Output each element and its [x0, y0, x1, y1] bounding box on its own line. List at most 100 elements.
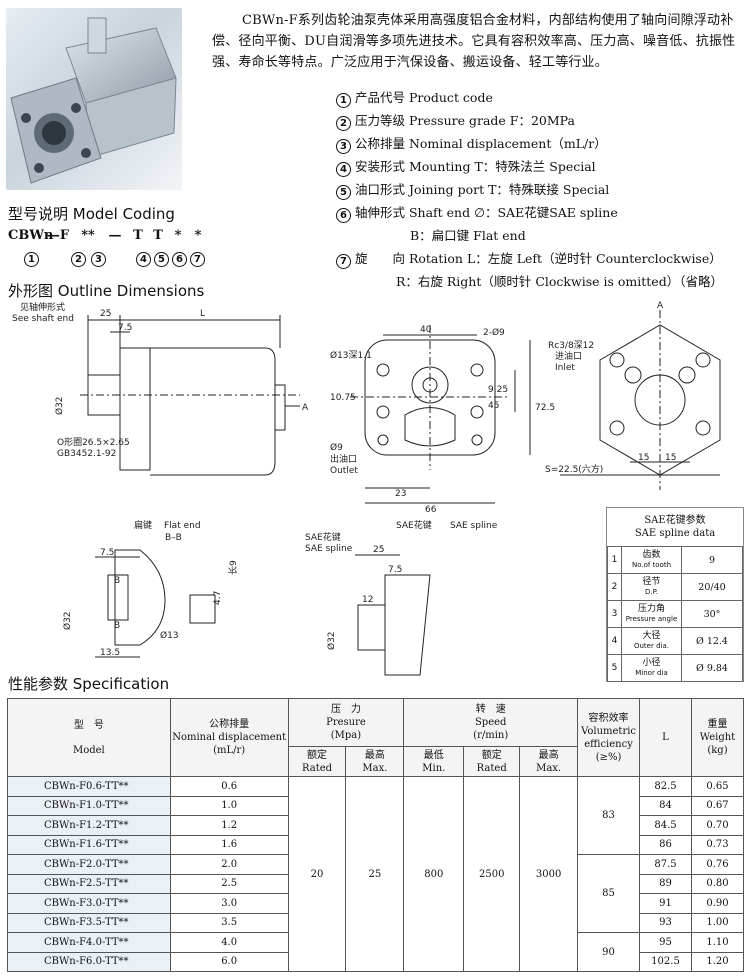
sae-label-cn: SAE花键 — [305, 531, 341, 543]
sae-label-en: No.of tooth — [631, 561, 672, 569]
flat-B-top: B — [114, 576, 120, 586]
dim-40: 40 — [420, 325, 432, 335]
label-shaft-cn: 见轴伸形式 — [20, 301, 65, 313]
header-disp-en: Nominal displacement — [172, 732, 287, 743]
sae-label-en: Minor dia — [635, 669, 668, 677]
header-vol-unit: (≥%) — [595, 751, 622, 763]
coding-number: 4 — [136, 252, 151, 267]
cell-displacement: 0.6 — [169, 776, 289, 797]
cell-efficiency: 83 — [577, 776, 641, 855]
legend-text: 安装形式 Mounting T：特殊法兰 Special — [355, 159, 596, 174]
cell-L: 82.5 — [639, 776, 692, 797]
outline-drawings: 见轴伸形式 See shaft end 25 L 7.5 Ø32 O形圈26.5… — [12, 301, 721, 676]
dim-2-dia9: 2-Ø9 — [483, 327, 505, 338]
dim-45: 45 — [488, 401, 499, 411]
header-min-en: Min. — [422, 762, 446, 774]
label-rear-A: A — [657, 301, 664, 311]
label-inlet-en: Inlet — [555, 363, 575, 373]
cell-L: 91 — [639, 893, 692, 914]
legend-text: 产品代号 Product code — [355, 90, 493, 105]
cell-L: 95 — [639, 932, 692, 953]
legend-row: 5 油口形式 Joining port T：特殊联接 Special — [336, 180, 746, 203]
cell-pres-rated: 20 — [287, 776, 347, 972]
dim-7-5: 7.5 — [118, 323, 132, 333]
legend-row: R：右旋 Right（顺时针 Clockwise is omitted）（省略） — [336, 272, 746, 295]
flat-bb: B–B — [165, 533, 182, 543]
coding-part: * — [194, 228, 202, 243]
header-speed-en: Speed — [474, 717, 507, 728]
legend-number: 3 — [336, 139, 351, 154]
coding-part: — — [108, 228, 122, 243]
sae-label-en: SAE spline — [305, 544, 353, 554]
coding-part: ** — [81, 228, 95, 243]
spec-title: 性能参数 Specification — [8, 675, 170, 693]
cell-displacement: 6.0 — [169, 951, 289, 972]
cell-model: CBWn-F3.0-TT** — [7, 893, 171, 914]
cell-efficiency: 85 — [577, 854, 641, 933]
legend-text: 油口形式 Joining port T：特殊联接 Special — [355, 182, 610, 197]
cell-weight: 1.00 — [690, 912, 745, 933]
coding-numbers: 1 2 3 4 5 6 7 — [24, 252, 205, 267]
header-weight-cn: 重量 — [707, 719, 728, 730]
cell-weight: 0.73 — [690, 834, 745, 855]
dim-dia13: Ø13深1.1 — [330, 350, 372, 361]
header-smax-en: Max. — [536, 762, 562, 774]
dim-25: 25 — [100, 309, 111, 319]
cell-weight: 0.90 — [690, 893, 745, 914]
label-outlet-cn: 出油口 — [330, 453, 357, 465]
cell-model: CBWn-F1.0-TT** — [7, 795, 171, 816]
legend-number: 5 — [336, 185, 351, 200]
dim-15b: 15 — [665, 453, 676, 463]
dim-10-75: 10.75 — [330, 393, 356, 403]
coding-part: CBWn — [8, 228, 54, 243]
dim-dia32: Ø32 — [54, 396, 65, 415]
header-vol-en: Volumetric efficiency — [581, 725, 637, 750]
side-body — [150, 347, 276, 476]
header-max-cn: 最高 — [364, 749, 385, 761]
sae-row-value: 9 — [681, 546, 743, 574]
header-smax-cn: 最高 — [538, 749, 559, 761]
cell-displacement: 3.0 — [169, 893, 289, 914]
sae-caption-cn: SAE花键 — [396, 519, 432, 531]
header-weight-unit: (kg) — [707, 745, 728, 756]
side-flange — [119, 347, 151, 471]
cell-L: 84.5 — [639, 815, 692, 836]
cell-displacement: 2.0 — [169, 854, 289, 875]
cell-weight: 0.70 — [690, 815, 745, 836]
cell-weight: 0.76 — [690, 854, 745, 875]
flat-dim-4-7: 4.7 — [213, 591, 223, 605]
coding-number: 2 — [71, 252, 86, 267]
cell-speed-max: 3000 — [519, 776, 579, 972]
flat-key-shaft — [114, 549, 166, 646]
coding-part: * — [174, 228, 182, 243]
flat-dim-13-5: 13.5 — [100, 648, 120, 658]
flat-dim-dia32: Ø32 — [62, 611, 73, 630]
flat-title-cn: 扁键 — [134, 519, 152, 531]
sae-label-cn: 压力角 — [637, 604, 665, 614]
sae-label-cn: 齿数 — [642, 550, 661, 560]
sae-label-en: Outer dia. — [633, 642, 669, 650]
header-speed-unit: (r/min) — [473, 730, 509, 741]
coding-number: 3 — [91, 252, 106, 267]
cell-weight: 0.80 — [690, 873, 745, 894]
flat-dim-7-5: 7.5 — [100, 548, 114, 558]
cell-model: CBWn-F2.5-TT** — [7, 873, 171, 894]
header-speed-cn: 转 速 — [475, 704, 506, 715]
rear-hex-body — [599, 324, 721, 476]
sae-row-number: 5 — [607, 654, 622, 682]
front-outlet — [404, 407, 456, 447]
cell-speed-min: 800 — [403, 776, 465, 972]
coding-number: 7 — [190, 252, 205, 267]
